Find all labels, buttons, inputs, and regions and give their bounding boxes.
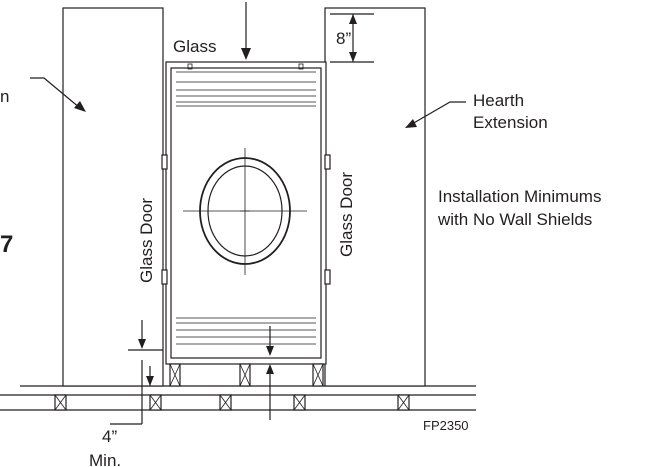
clearance-top-label: 8”: [336, 29, 351, 48]
left-partial-label: n: [0, 87, 9, 106]
floor-joists: [54, 394, 410, 411]
dimension-4in-leader: [110, 360, 154, 425]
hearth-extension-leader: [405, 101, 466, 128]
left-hearth-extension: [62, 7, 164, 387]
clearance-bottom-unit: Min.: [89, 451, 121, 467]
figure-code: FP2350: [423, 418, 469, 433]
glass-door-right-label: Glass Door: [337, 172, 356, 257]
figure-partial-label: 7: [0, 231, 13, 258]
flue-collar: [183, 148, 307, 275]
bottom-clearance-dim: [266, 326, 274, 420]
top-clearance-arrow: [241, 2, 251, 60]
note-label-2: with No Wall Shields: [437, 210, 592, 229]
hearth-extension-label-1: Hearth: [473, 91, 524, 110]
left-leader: [30, 77, 86, 112]
note-label-1: Installation Minimums: [438, 187, 601, 206]
clearance-bottom-label: 4”: [102, 427, 117, 446]
hearth-extension-label-2: Extension: [473, 113, 548, 132]
glass-door-left-label: Glass Door: [137, 198, 156, 283]
glass-top-label: Glass: [173, 37, 216, 56]
dimension-8in: [330, 13, 374, 63]
stove-body: [161, 61, 331, 387]
door-bottom-dim: [128, 320, 163, 351]
